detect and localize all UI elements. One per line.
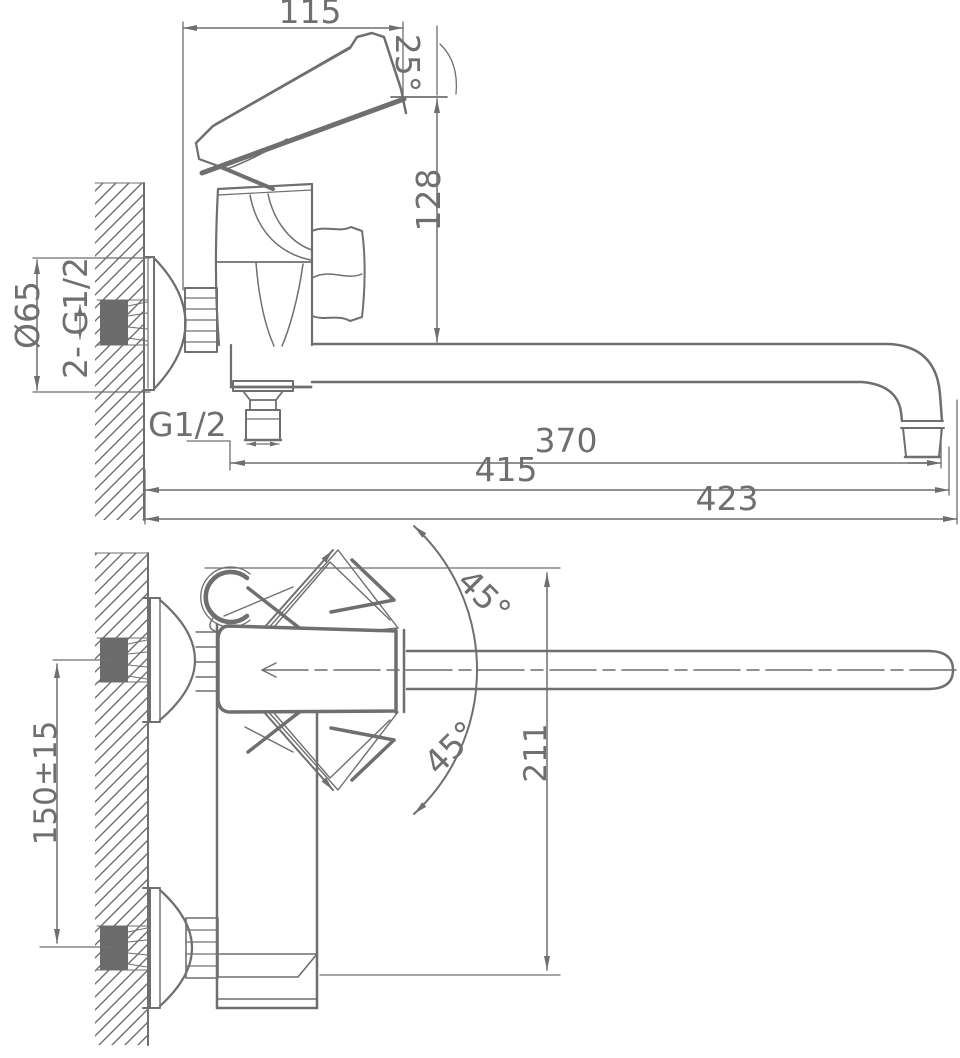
body-housing-plan [216,586,406,753]
dim-overall-length-label: 423 [696,479,759,518]
dim-handle-length-label: 115 [279,0,342,31]
dimension-handle-angle [390,25,458,98]
wall-section-front [94,182,149,521]
aerator-tip [900,420,945,464]
supply-pipe-lower [100,926,148,970]
faucet-body-front [214,182,314,389]
hook-handle-plan [200,566,251,632]
dimension-outlet-thread [186,440,280,471]
wall-section-plan [94,552,149,1046]
dimension-handle-length [182,21,404,291]
dim-body-height-label: 128 [409,169,448,232]
spout-plan [405,649,955,691]
dim-swing-upper-label: 45° [450,561,519,630]
dim-inlet-threads-label: 2- G1/2 [56,257,95,379]
escutcheon-lower-plan [142,887,193,1009]
threaded-connector-lower-plan [185,917,219,979]
dim-swing-lower-label: 45° [416,713,485,782]
dimension-inlet-spacing [39,659,113,948]
plan-view [39,525,957,1046]
dimension-overall-height [204,567,561,976]
spout-centerline [261,662,957,678]
dim-handle-angle-label: 25° [388,34,427,93]
dim-escutcheon-diameter-label: Ø65 [8,281,47,349]
front-view [32,21,958,525]
threaded-connector-front [184,287,218,353]
dimension-overall-length [144,399,958,525]
spout-front [310,342,945,464]
dim-spout-reach-label: 370 [535,421,598,460]
dim-inlet-spacing-label: 150±15 [28,721,64,846]
dim-outlet-thread-label: G1/2 [148,405,227,444]
diverter-knob [311,226,366,322]
dimension-spout-reach [230,429,942,469]
escutcheon-upper-plan [142,597,196,723]
threaded-connector-upper-plan [195,631,219,692]
supply-pipe-front [100,300,148,345]
shower-outlet [232,380,294,442]
escutcheon-front [143,256,187,391]
handle-swing-arc [413,525,479,815]
dim-overall-height-label: 211 [518,723,554,782]
lever-handle [194,31,408,191]
dim-spout-reach-outer-label: 415 [475,450,538,489]
dimension-spout-reach-outer [144,446,950,496]
dimension-escutcheon-diameter [32,257,151,393]
